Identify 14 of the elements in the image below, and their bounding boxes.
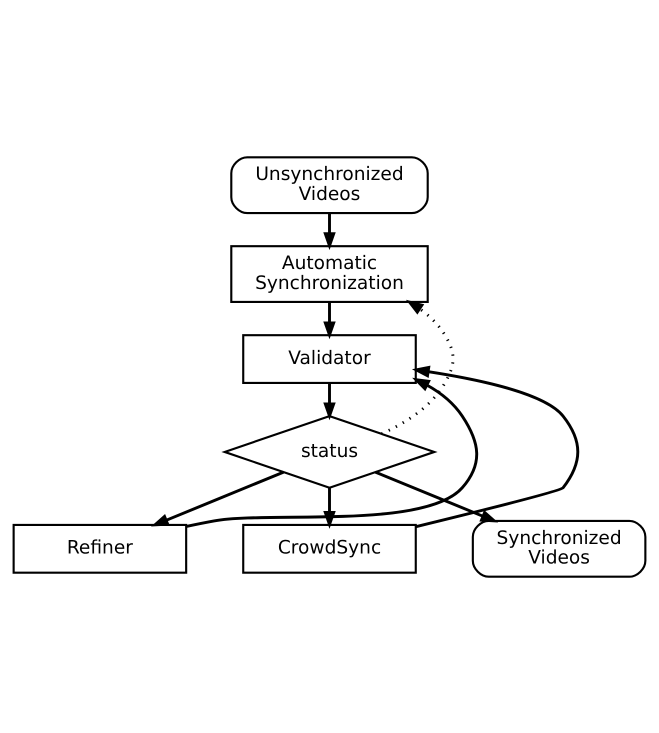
node-box: Validator	[242, 334, 417, 384]
node-box: Unsynchronized Videos	[230, 156, 429, 214]
arrow	[412, 365, 580, 528]
arrow	[323, 382, 336, 420]
arrow	[323, 212, 336, 250]
node-box: CrowdSync	[242, 523, 417, 574]
node-diamond: status	[221, 414, 438, 488]
node-box: Refiner	[12, 523, 188, 574]
arrow	[323, 302, 336, 339]
arrow	[150, 470, 284, 526]
arrow	[380, 299, 454, 435]
node-box: Synchronized Videos	[472, 519, 646, 578]
arrow	[374, 470, 498, 522]
node-box: Automatic Synchronization	[230, 244, 429, 303]
